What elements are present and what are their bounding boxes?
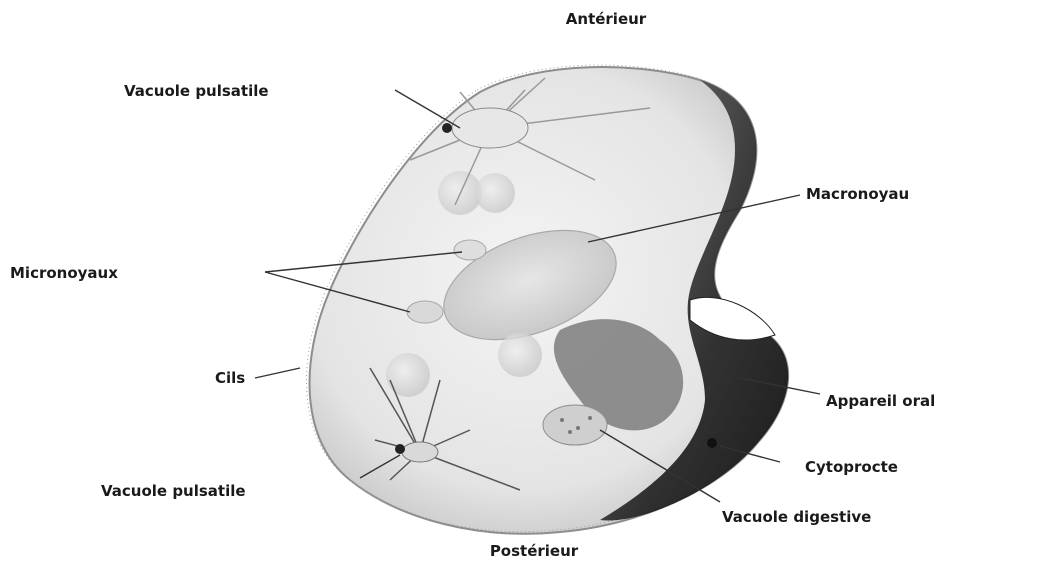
anterior-label: Antérieur — [566, 10, 647, 28]
food-vacuole-shape — [498, 333, 542, 377]
food-vacuole-shape — [475, 173, 515, 213]
posterior-label: Postérieur — [490, 542, 579, 560]
macronucleus-label: Macronoyau — [806, 185, 909, 203]
food-vacuole-shape — [386, 353, 430, 397]
oral-apparatus-label: Appareil oral — [826, 392, 935, 410]
cilia-label: Cils — [215, 369, 245, 387]
cytoproct-label: Cytoprocte — [805, 458, 898, 476]
digestive-vacuole-shape — [543, 405, 607, 445]
digestive-vacuole-label: Vacuole digestive — [722, 508, 871, 526]
contractile-vacuole-top-label: Vacuole pulsatile — [124, 82, 269, 100]
cytoproct-shape — [707, 438, 717, 448]
micronuclei-label: Micronoyaux — [10, 264, 118, 282]
contractile-vacuole-bottom-label: Vacuole pulsatile — [101, 482, 246, 500]
micronucleus-shape — [454, 240, 486, 260]
micronucleus-shape — [407, 301, 443, 323]
